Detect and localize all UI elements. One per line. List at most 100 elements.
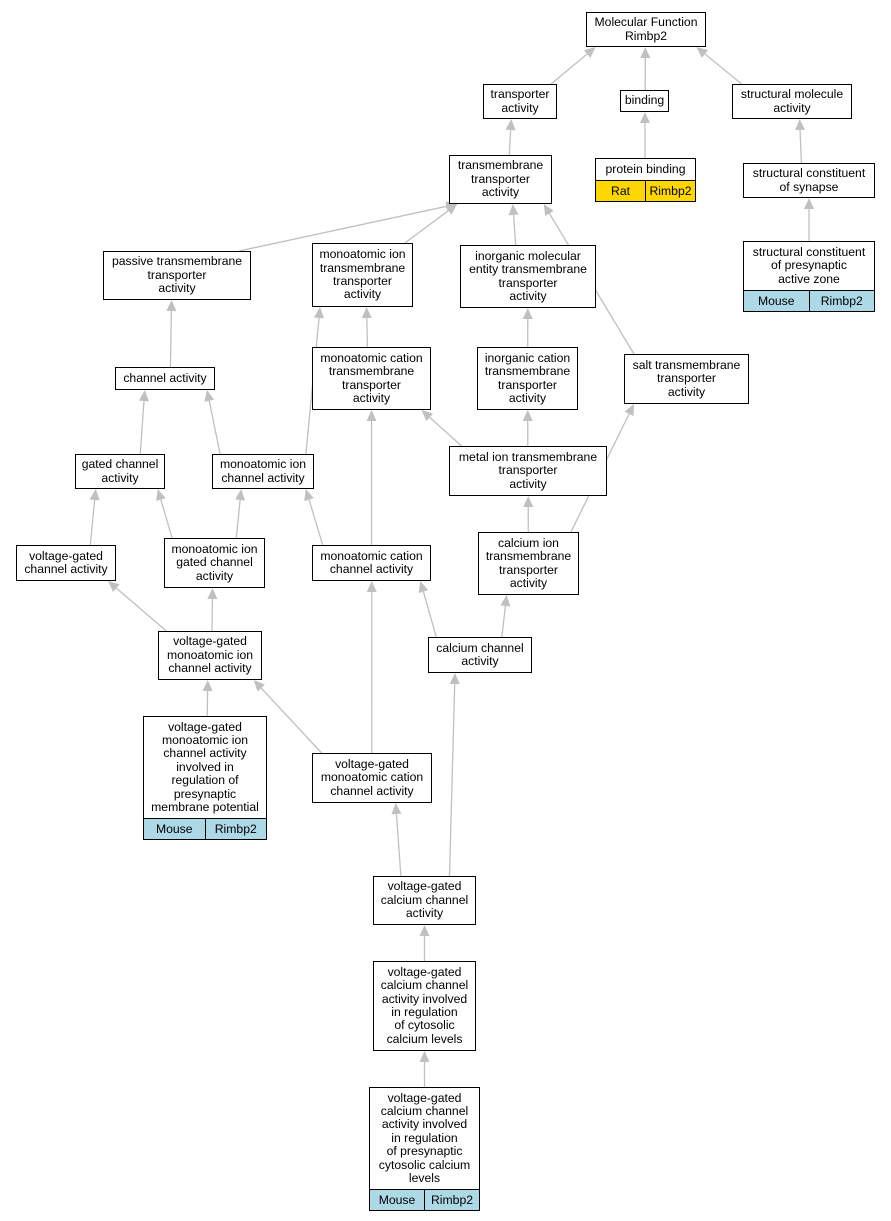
node-label: monoatomic ion gated channel activity [171, 541, 258, 583]
arrowhead [204, 390, 215, 402]
node-vg-ion-presyn-potential[interactable]: voltage-gated monoatomic ion channel act… [143, 716, 267, 840]
edge-tm_transporter-to-transporter [508, 129, 512, 156]
arrowhead [508, 204, 519, 216]
species-cell[interactable]: Mouse [378, 1193, 416, 1207]
node-label: voltage-gated channel activity [24, 548, 108, 576]
edge-metal_ion_tm-to-cation_tm [429, 416, 463, 447]
edge-calcium_channel-to-calcium_ion_tm [501, 605, 507, 638]
node-label: structural constituent of synapse [752, 166, 866, 194]
node-calcium-ion-tm[interactable]: calcium ion transmembrane transporter ac… [478, 532, 579, 595]
node-inorganic-mol-tm[interactable]: inorganic molecular entity transmembrane… [460, 245, 596, 308]
edge-vg_channel-to-gated_channel [89, 499, 96, 546]
node-label: voltage-gated monoatomic ion channel act… [151, 719, 259, 815]
arrowhead [421, 410, 434, 422]
arrowhead [202, 680, 213, 692]
node-label: calcium ion transmembrane transporter ac… [485, 535, 572, 590]
node-label: inorganic molecular entity transmembrane… [469, 248, 587, 303]
node-label: gated channel activity [81, 457, 159, 485]
arrowhead [235, 489, 246, 501]
node-calcium-channel[interactable]: calcium channel activity [428, 637, 532, 673]
node-label: monoatomic ion transmembrane transporter… [319, 247, 406, 302]
arrowhead [108, 581, 120, 592]
gene-cell[interactable]: Rimbp2 [808, 291, 875, 311]
arrowhead [166, 300, 177, 312]
node-label: channel activity [123, 370, 207, 385]
node-cation-tm[interactable]: monoatomic cation transmembrane transpor… [312, 347, 431, 410]
node-passive-tm[interactable]: passive transmembrane transporter activi… [103, 251, 251, 300]
arrowhead [522, 410, 533, 422]
node-transporter[interactable]: transporter activity [483, 84, 557, 119]
edge-vg_ion_channel-to-vg_channel [115, 587, 167, 632]
arrowhead [314, 307, 324, 319]
node-vg-calcium-cytosolic[interactable]: voltage-gated calcium channel activity i… [373, 961, 476, 1051]
arrowhead [207, 588, 218, 600]
node-label: transporter activity [490, 87, 550, 115]
node-gated-channel[interactable]: gated channel activity [75, 454, 165, 489]
arrowhead [449, 673, 460, 685]
node-struct-presyn[interactable]: structural constituent of presynaptic ac… [743, 241, 875, 312]
node-label: transmembrane transporter activity [457, 158, 544, 200]
arrowhead [304, 489, 314, 501]
annotation-row: Mouse Rimbp2 [744, 290, 874, 311]
node-vg-channel[interactable]: voltage-gated channel activity [16, 545, 116, 581]
node-channel[interactable]: channel activity [115, 367, 215, 390]
node-salt-tm[interactable]: salt transmembrane transporter activity [624, 354, 749, 404]
node-label: structural constituent of presynaptic ac… [752, 244, 866, 286]
edge-cation_channel-to-ion_channel [308, 499, 324, 546]
arrowhead [583, 47, 596, 58]
arrowhead [624, 404, 634, 417]
node-label: structural molecule activity [740, 87, 844, 115]
node-label: metal ion transmembrane transporter acti… [458, 449, 598, 491]
node-vg-cation-channel[interactable]: voltage-gated monoatomic cation channel … [312, 753, 432, 803]
node-binding[interactable]: binding [620, 90, 669, 112]
node-label: voltage-gated monoatomic cation channel … [320, 756, 424, 798]
arrowhead [366, 410, 377, 421]
edge-ion_channel-to-channel [208, 400, 221, 455]
edge-transporter-to-mf [550, 53, 588, 85]
node-label: inorganic cation transmembrane transport… [484, 350, 571, 405]
node-cation-channel[interactable]: monoatomic cation channel activity [312, 545, 431, 581]
arrowhead [138, 390, 149, 402]
species-cell[interactable]: Mouse [757, 294, 795, 308]
node-struct-synapse[interactable]: structural constituent of synapse [743, 163, 875, 198]
edge-calcium_channel-to-cation_channel [422, 591, 437, 638]
arrowhead [419, 1051, 430, 1062]
arrowhead [253, 680, 265, 692]
arrowhead [89, 489, 100, 501]
node-metal-ion-tm[interactable]: metal ion transmembrane transporter acti… [449, 446, 607, 496]
edge-channel-to-passive_tm [169, 310, 173, 368]
node-vg-ion-channel[interactable]: voltage-gated monoatomic ion channel act… [158, 631, 262, 680]
arrowhead [366, 581, 377, 593]
node-ion-tm[interactable]: monoatomic ion transmembrane transporter… [312, 243, 413, 307]
arrowhead [522, 308, 533, 320]
arrowhead [543, 204, 554, 217]
gene-cell[interactable]: Rimbp2 [204, 819, 267, 839]
node-tm-transporter[interactable]: transmembrane transporter activity [449, 155, 552, 204]
node-inorganic-cation-tm[interactable]: inorganic cation transmembrane transport… [477, 347, 578, 410]
node-label: protein binding [605, 161, 686, 176]
edge-vg_cation_channel-to-vg_ion_channel [260, 687, 323, 754]
edge-vg_calcium_channel-to-calcium_channel [448, 683, 456, 877]
arrowhead [418, 581, 429, 593]
species-cell[interactable]: Rat [611, 184, 630, 198]
species-cell[interactable]: Mouse [155, 822, 193, 836]
arrowhead [419, 925, 430, 936]
node-vg-calcium-presyn-cytosolic[interactable]: voltage-gated calcium channel activity i… [369, 1087, 480, 1211]
node-structural-molecule[interactable]: structural molecule activity [732, 84, 852, 119]
arrowhead [361, 307, 372, 319]
node-mf[interactable]: Molecular Function Rimbp2 [586, 12, 706, 47]
edge-gated_channel-to-channel [139, 400, 145, 455]
node-vg-calcium-channel[interactable]: voltage-gated calcium channel activity [373, 876, 476, 925]
arrowhead [505, 119, 516, 131]
gene-cell[interactable]: Rimbp2 [424, 1190, 479, 1210]
annotation-row: Rat Rimbp2 [596, 180, 695, 201]
edge-cation_tm-to-ion_tm [366, 317, 369, 348]
arrowhead [500, 595, 511, 607]
arrowhead [804, 198, 814, 209]
node-ion-channel[interactable]: monoatomic ion channel activity [212, 454, 314, 489]
node-ion-gated-channel[interactable]: monoatomic ion gated channel activity [164, 538, 265, 588]
edge-ion_gated_channel-to-gated_channel [160, 499, 173, 539]
gene-cell[interactable]: Rimbp2 [645, 181, 695, 201]
